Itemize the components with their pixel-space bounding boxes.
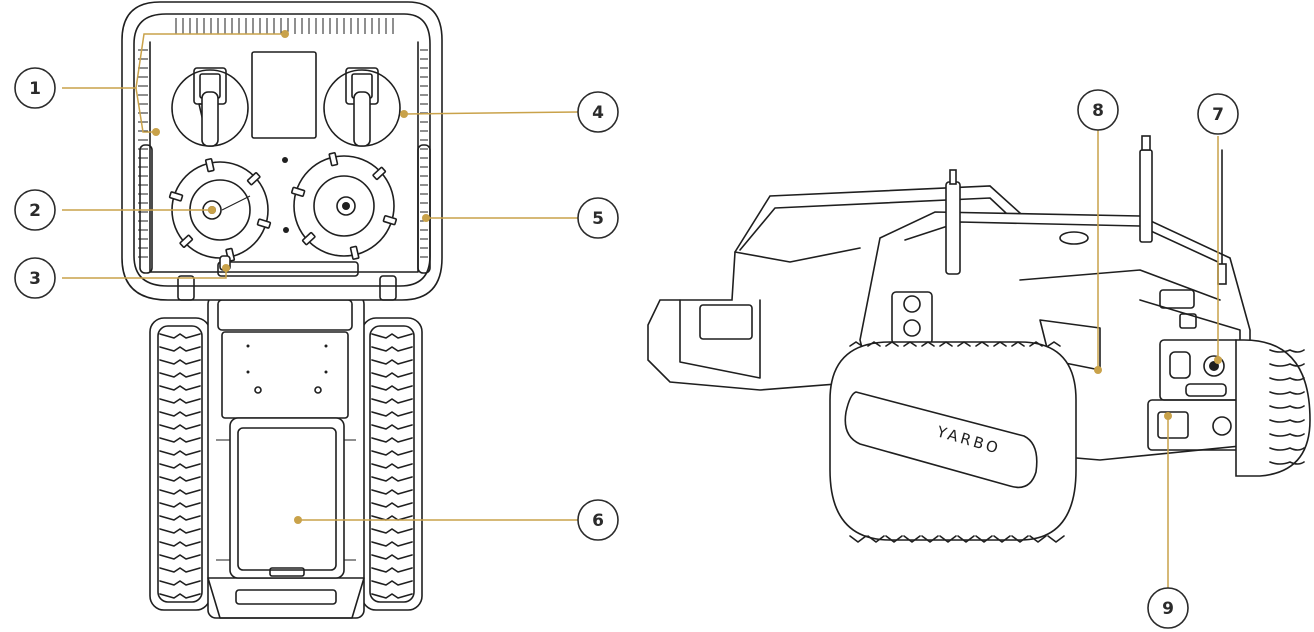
left-front-wheel <box>171 67 249 147</box>
callout-4-number: 4 <box>592 103 604 123</box>
leader-3 <box>62 270 227 279</box>
leader-1 <box>62 33 285 89</box>
callout-3: 3 <box>14 257 56 299</box>
callout-9: 9 <box>1147 587 1189 629</box>
callout-2: 2 <box>14 189 56 231</box>
right-blade-disc <box>290 152 398 260</box>
callout-6: 6 <box>577 499 619 541</box>
leader-4 <box>403 111 579 115</box>
callout-8-number: 8 <box>1092 101 1104 121</box>
callout-7: 7 <box>1197 93 1239 135</box>
callout-9-number: 9 <box>1162 599 1174 619</box>
right-track <box>361 317 423 611</box>
leader-lines <box>62 30 1222 590</box>
callout-1: 1 <box>14 67 56 109</box>
front-track: YARBO <box>829 341 1077 543</box>
right-front-wheel <box>323 67 401 147</box>
callout-1-number: 1 <box>29 79 41 99</box>
callout-4: 4 <box>577 91 619 133</box>
callout-5: 5 <box>577 197 619 239</box>
callout-8: 8 <box>1077 89 1119 131</box>
top-view-robot <box>121 1 443 619</box>
left-track <box>149 317 211 611</box>
callout-7-number: 7 <box>1212 105 1224 125</box>
callout-3-number: 3 <box>29 269 41 289</box>
callout-6-number: 6 <box>592 511 604 531</box>
callout-2-number: 2 <box>29 201 41 221</box>
mower-deck <box>121 1 443 301</box>
perspective-view-robot: YARBO <box>647 135 1311 543</box>
bottom-panel <box>229 417 345 579</box>
callout-5-number: 5 <box>592 209 604 229</box>
